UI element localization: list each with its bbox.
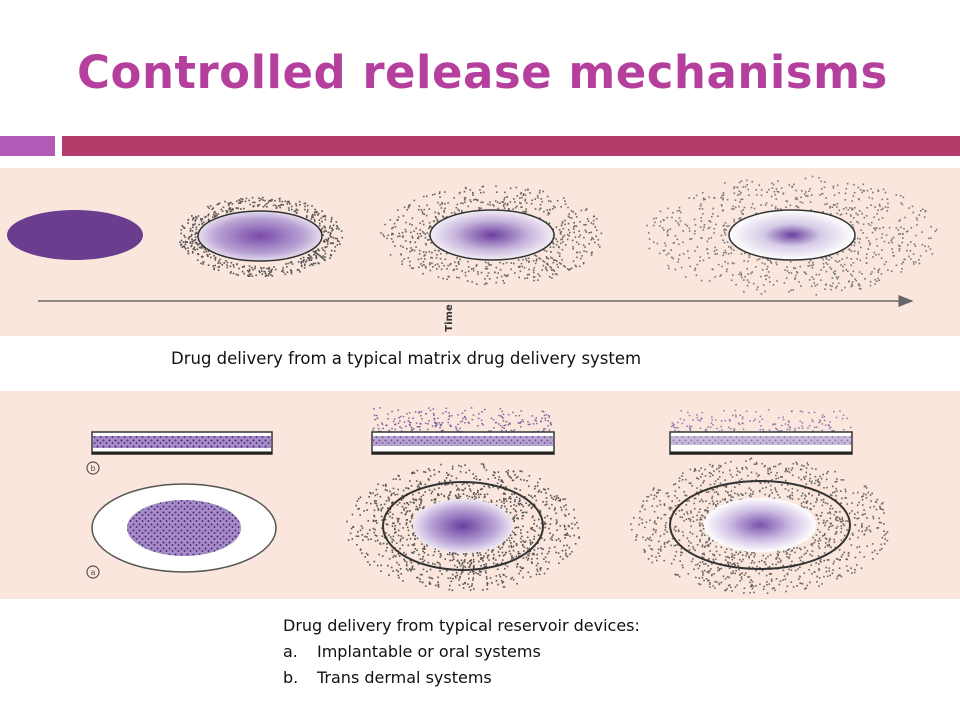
caption-list-item: a. Implantable or oral systems	[283, 639, 640, 665]
label-b: b	[90, 464, 95, 473]
reservoir-stage-3-membrane	[669, 480, 851, 570]
matrix-stage-3	[429, 209, 555, 261]
title-accent-bar-right	[62, 136, 960, 156]
list-marker: a.	[283, 642, 298, 661]
matrix-diagram: Time	[7, 175, 938, 332]
diffusion-halo-stage-3	[380, 185, 603, 286]
reservoir-stage-2-core	[413, 499, 513, 553]
reservoir-stage-1-core	[127, 500, 241, 556]
diffusion-halo-stage-4	[646, 175, 938, 296]
title-accent-bar-left	[0, 136, 55, 156]
reservoir-stage-2-membrane	[382, 481, 544, 571]
matrix-caption: Drug delivery from a typical matrix drug…	[171, 349, 642, 368]
reservoir-figure-panel: b a	[0, 391, 960, 599]
reservoir-stage-3-core	[704, 498, 816, 552]
reservoir-halo-2	[346, 463, 580, 592]
matrix-stage-4	[728, 209, 856, 261]
list-marker: b.	[283, 668, 299, 687]
matrix-figure-panel: Time	[0, 168, 960, 336]
list-item-text: Implantable or oral systems	[317, 642, 541, 661]
reservoir-diagram: b a	[86, 407, 889, 594]
reservoir-caption: Drug delivery from typical reservoir dev…	[283, 613, 640, 691]
patch-stage-2-drug	[373, 436, 553, 446]
reservoir-caption-heading: Drug delivery from typical reservoir dev…	[283, 616, 640, 635]
caption-list-item: b. Trans dermal systems	[283, 665, 640, 691]
slide-title: Controlled release mechanisms	[77, 46, 888, 99]
list-item-text: Trans dermal systems	[317, 668, 492, 687]
patch-stage-3-drug	[671, 436, 851, 445]
label-a-circle	[86, 565, 100, 579]
matrix-stage-2	[197, 210, 323, 262]
matrix-stage-1-loaded	[7, 210, 143, 260]
label-b-circle	[86, 461, 100, 475]
label-a: a	[91, 568, 96, 577]
time-axis-label: Time	[444, 304, 455, 332]
patch-stage-1-drug	[93, 436, 271, 448]
